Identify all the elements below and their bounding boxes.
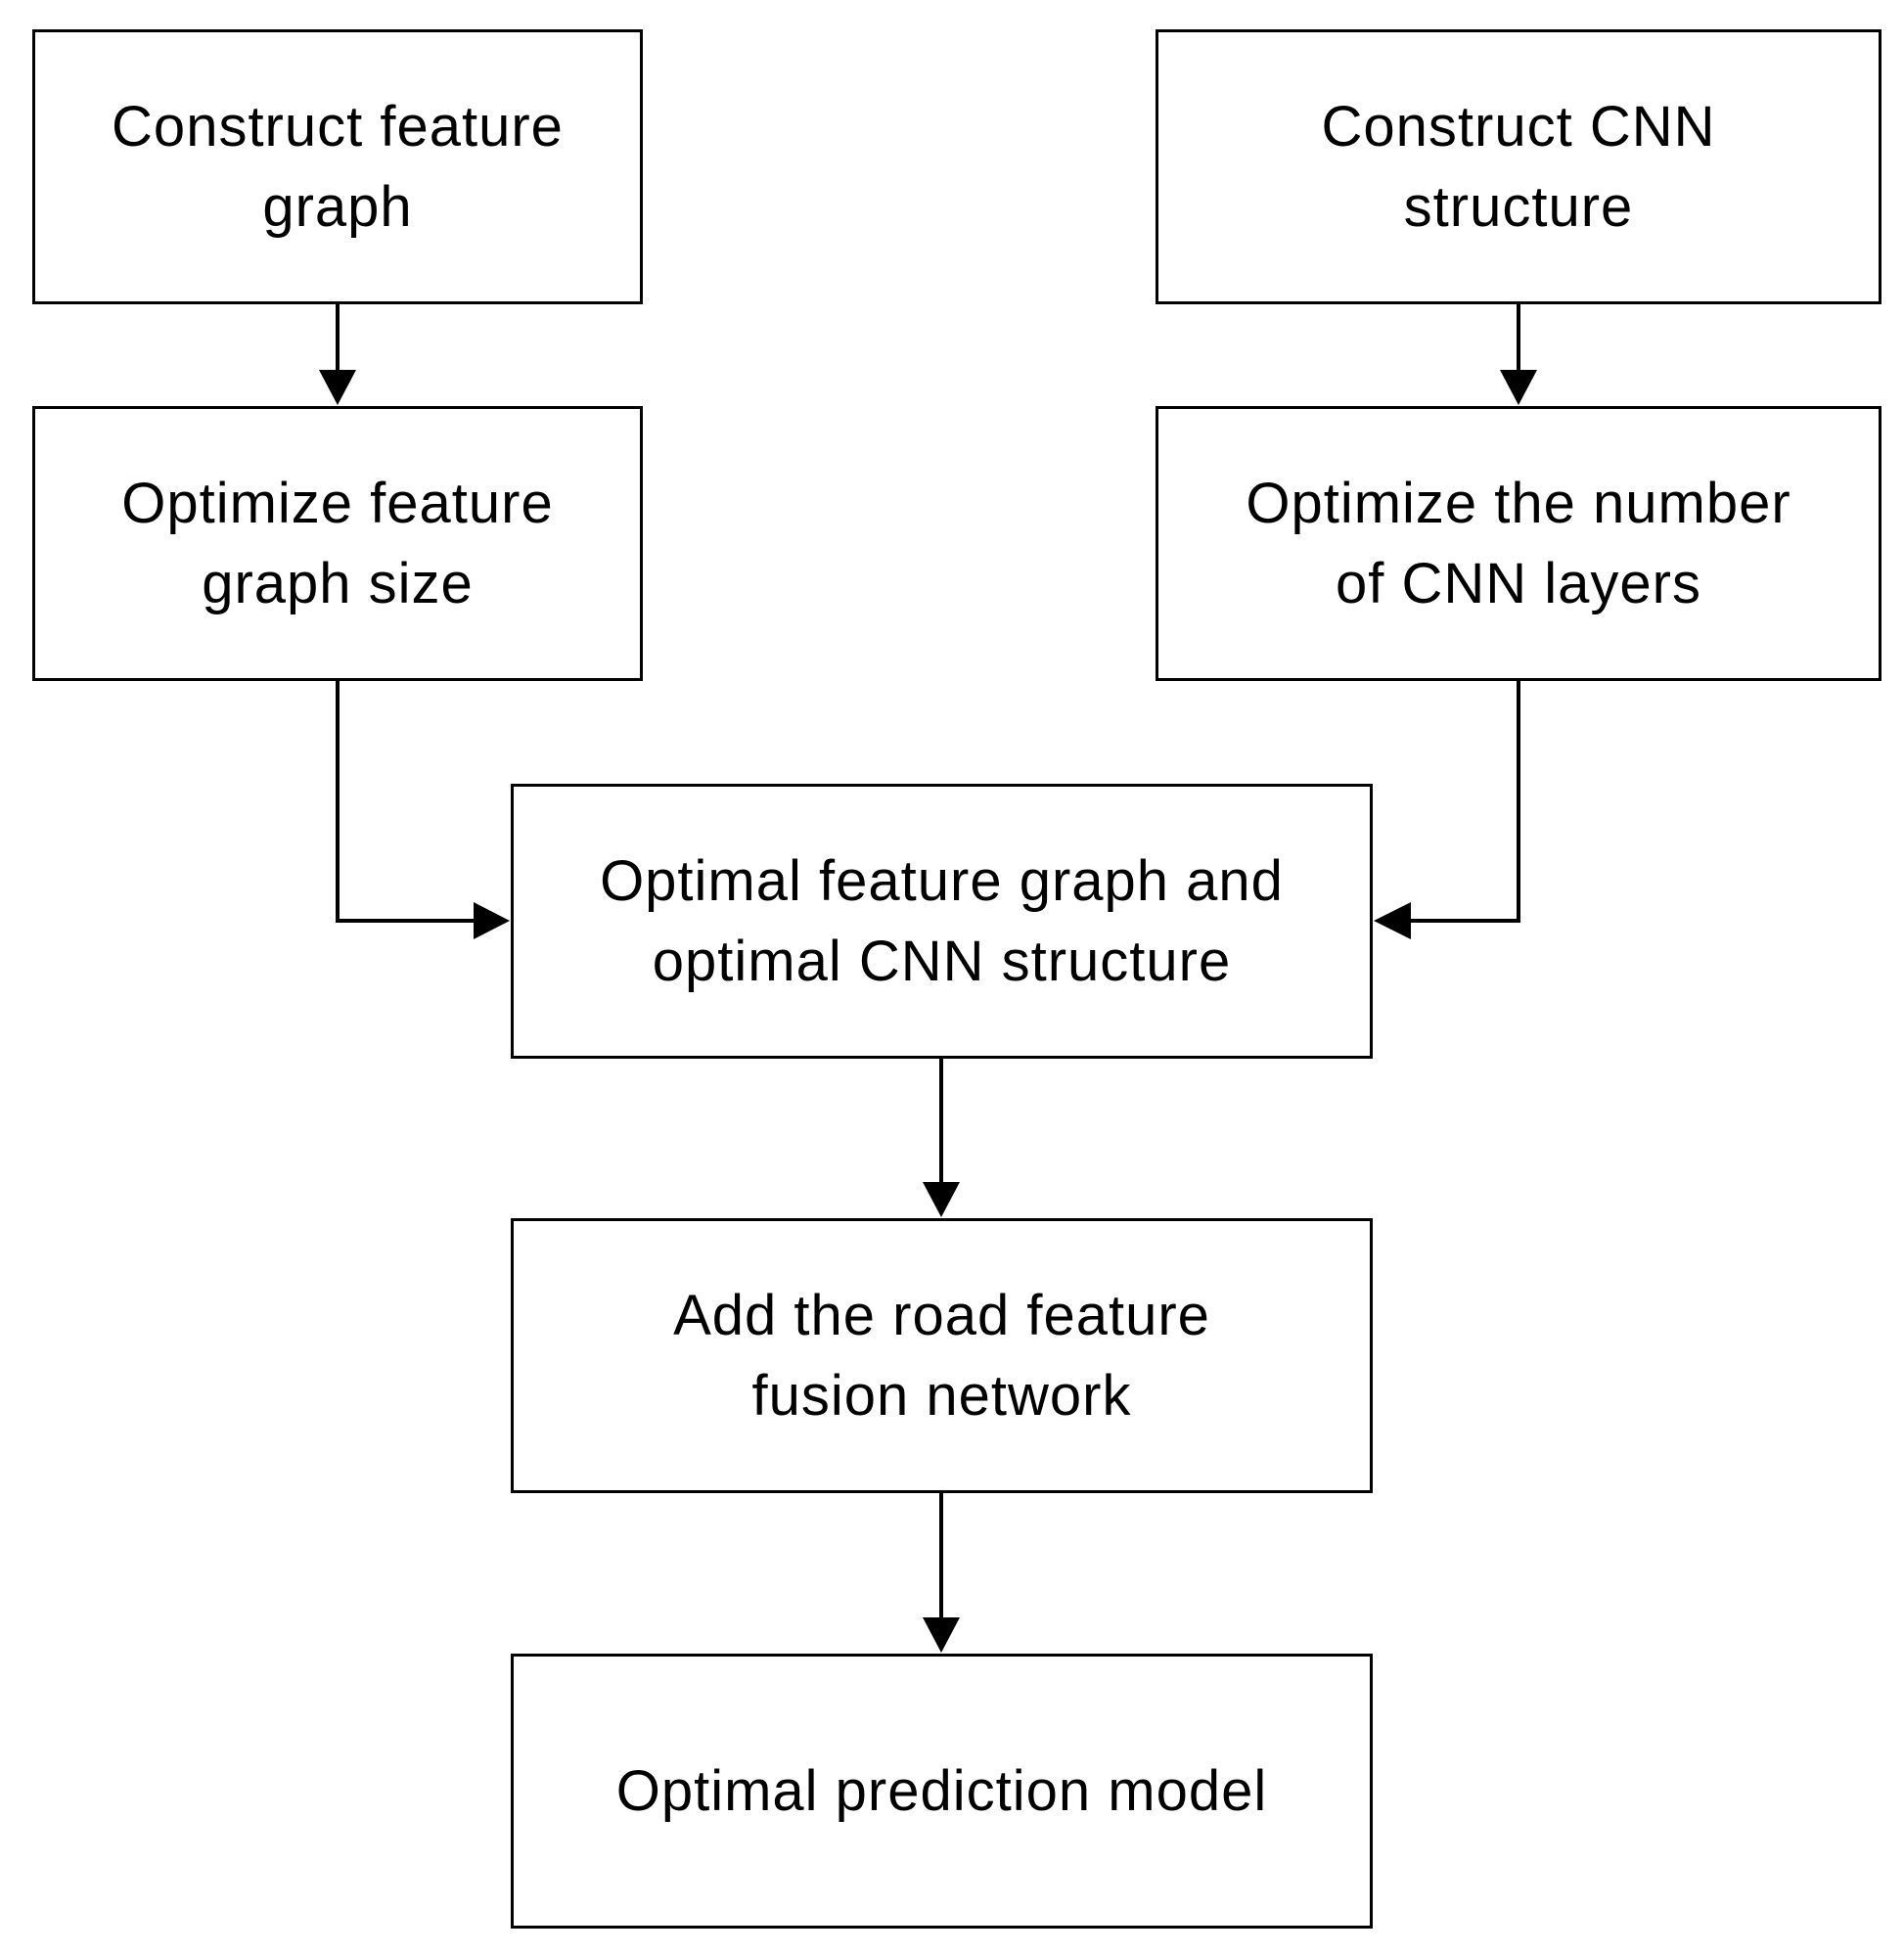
optimize-cnn-layers-box: Optimize the number of CNN layers [1156, 406, 1881, 681]
optimize-feature-graph-size-label: Optimize feature graph size [121, 471, 554, 615]
construct-feature-graph-box: Construct feature graph [32, 29, 643, 304]
arrowhead-right [474, 902, 510, 939]
add-road-feature-fusion-label: Add the road feature fusion network [673, 1283, 1210, 1428]
optimal-prediction-model-box: Optimal prediction model [511, 1654, 1373, 1929]
arrow-size-to-optimal [336, 681, 476, 923]
arrowhead-down [1500, 370, 1537, 405]
optimize-cnn-layers-label: Optimize the number of CNN layers [1246, 471, 1791, 615]
arrowhead-left [1374, 902, 1411, 939]
arrowhead-down [923, 1617, 960, 1653]
optimize-feature-graph-size-box: Optimize feature graph size [32, 406, 643, 681]
optimal-prediction-model-label: Optimal prediction model [615, 1758, 1268, 1823]
construct-cnn-structure-box: Construct CNN structure [1156, 29, 1881, 304]
add-road-feature-fusion-box: Add the road feature fusion network [511, 1218, 1373, 1493]
optimal-graph-and-structure-box: Optimal feature graph and optimal CNN st… [511, 784, 1373, 1059]
arrowhead-down [923, 1182, 960, 1217]
arrowhead-down [319, 370, 356, 405]
construct-cnn-structure-label: Construct CNN structure [1321, 94, 1716, 239]
construct-feature-graph-label: Construct feature graph [112, 94, 564, 239]
arrow-layers-to-optimal [1409, 681, 1520, 923]
optimal-graph-and-structure-label: Optimal feature graph and optimal CNN st… [600, 848, 1284, 993]
